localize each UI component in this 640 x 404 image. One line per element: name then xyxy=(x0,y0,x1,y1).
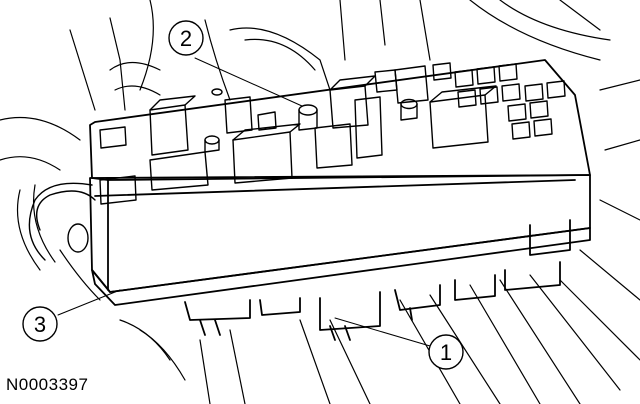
coolant-hose xyxy=(28,182,96,261)
callout-1-label: 1 xyxy=(440,340,452,365)
callout-2-circle xyxy=(168,20,204,56)
callout-1-circle xyxy=(428,334,464,370)
callout-3-circle xyxy=(22,306,58,342)
figure-id: N0003397 xyxy=(6,375,89,394)
fuse-box-housing xyxy=(89,59,591,341)
callout-2-label: 2 xyxy=(180,26,192,51)
leader-lines xyxy=(57,57,431,347)
mini-fuses xyxy=(454,63,566,140)
mounting-nuts xyxy=(204,88,418,153)
callout-3-label: 3 xyxy=(34,312,46,337)
relays xyxy=(99,62,497,205)
